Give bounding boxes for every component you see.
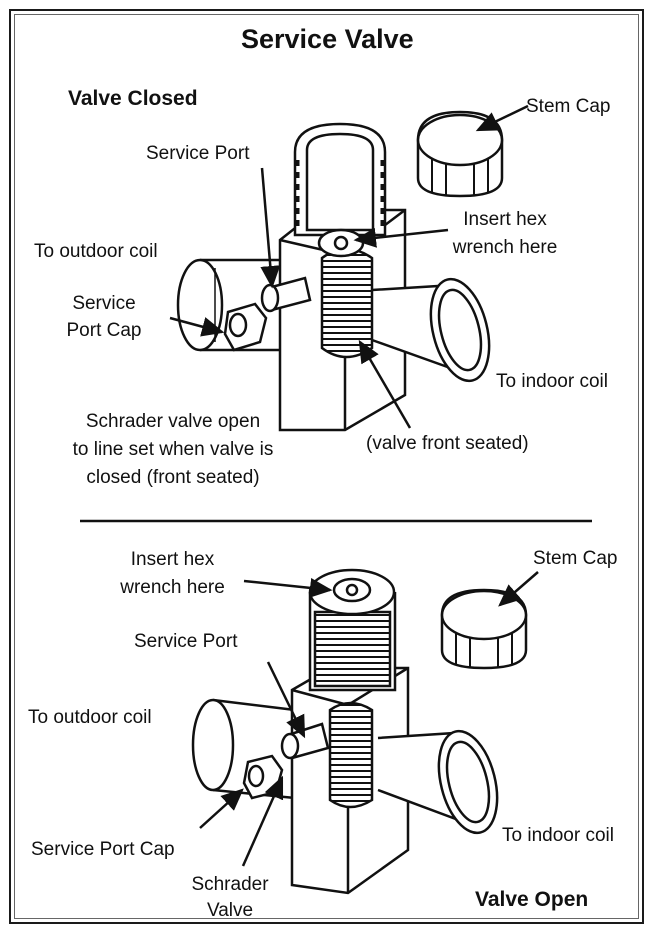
open-insert-hex-line2: wrench here bbox=[120, 577, 225, 598]
closed-insert-hex-line2: wrench here bbox=[452, 237, 558, 258]
closed-service-port-label: Service Port bbox=[146, 143, 250, 164]
closed-service-port-cap-line1: Service bbox=[72, 293, 136, 314]
open-to-outdoor-coil-label: To outdoor coil bbox=[28, 707, 152, 728]
open-insert-hex-line1: Insert hex bbox=[130, 549, 215, 570]
open-stem-cap bbox=[440, 588, 528, 670]
closed-stem-threads bbox=[320, 247, 374, 359]
closed-service-port-cap bbox=[223, 302, 268, 352]
closed-service-port-cap-line2: Port Cap bbox=[66, 320, 142, 341]
outer-frame bbox=[9, 9, 644, 924]
valve-closed-heading: Valve Closed bbox=[68, 87, 198, 110]
open-stem-threads bbox=[328, 701, 374, 809]
open-leader-lines bbox=[199, 571, 539, 867]
open-valve-drawing bbox=[191, 568, 528, 895]
open-indoor-pipe bbox=[377, 729, 499, 835]
open-schrader-line1: Schrader bbox=[191, 874, 269, 895]
closed-to-indoor-coil-label: To indoor coil bbox=[496, 371, 608, 392]
closed-schrader-line2: to line set when valve is bbox=[72, 439, 274, 460]
open-service-port-cap-label: Service Port Cap bbox=[31, 839, 175, 860]
inner-frame bbox=[14, 14, 639, 919]
closed-stem-cap-label: Stem Cap bbox=[526, 96, 611, 117]
closed-indoor-pipe bbox=[371, 277, 491, 383]
open-stem-cap-label: Stem Cap bbox=[533, 548, 618, 569]
open-schrader-line2: Valve bbox=[206, 900, 254, 921]
open-service-port-label: Service Port bbox=[134, 631, 238, 652]
closed-front-seated-label: (valve front seated) bbox=[366, 433, 529, 454]
closed-insert-hex-line1: Insert hex bbox=[463, 209, 547, 230]
closed-schrader-line1: Schrader valve open bbox=[85, 411, 261, 432]
closed-bonnet bbox=[293, 122, 387, 237]
diagram-title: Service Valve bbox=[241, 24, 414, 54]
open-to-indoor-coil-label: To indoor coil bbox=[502, 825, 614, 846]
closed-schrader-line3: closed (front seated) bbox=[86, 467, 260, 488]
closed-leader-lines bbox=[169, 104, 529, 429]
valve-open-heading: Valve Open bbox=[475, 888, 589, 911]
open-stem bbox=[308, 568, 397, 692]
closed-to-outdoor-coil-label: To outdoor coil bbox=[34, 241, 158, 262]
